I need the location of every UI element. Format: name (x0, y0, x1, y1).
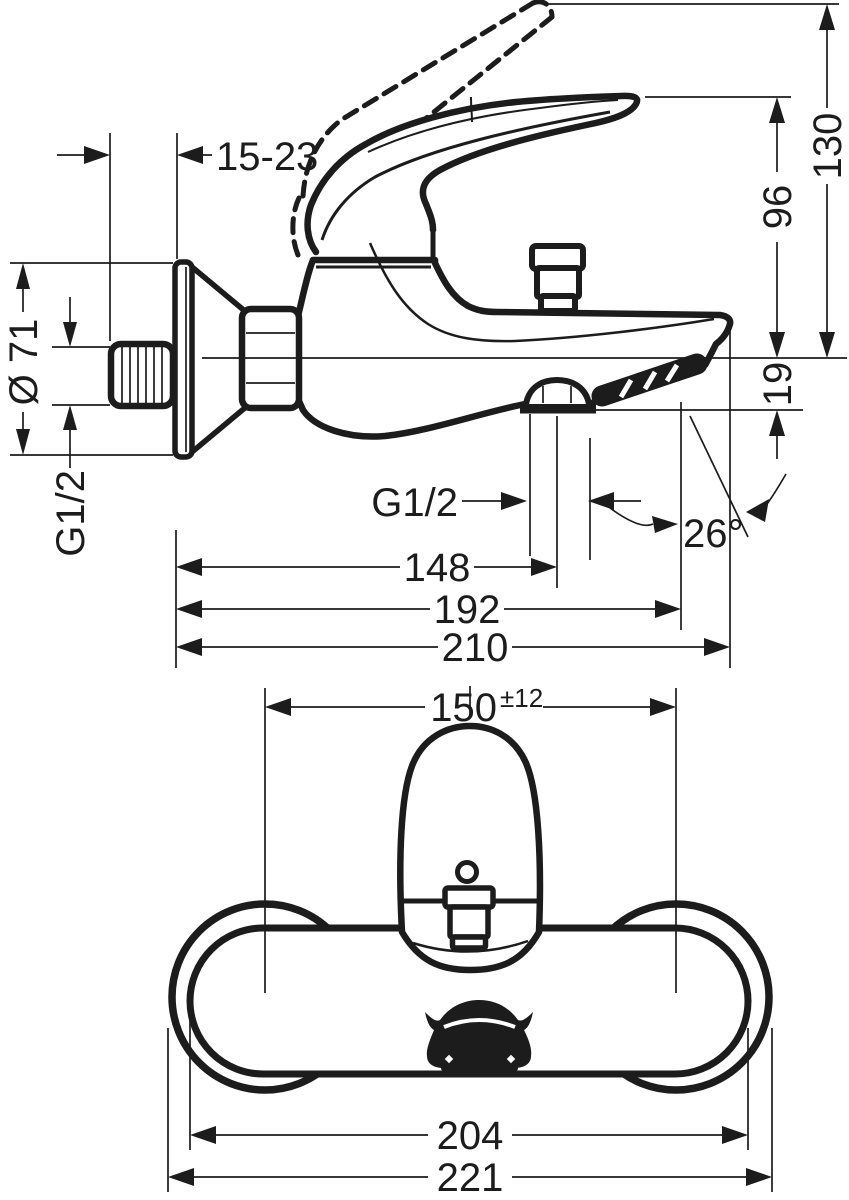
dim-total-width: 221 (437, 1156, 504, 1200)
wall-thread-hatching (121, 347, 163, 403)
dim-height-handle: 96 (756, 185, 800, 230)
cartridge-collar-front (442, 885, 496, 951)
spout-inner-edge (368, 242, 715, 343)
dim-spout-angle: 26° (683, 512, 744, 556)
dim-height-handle-up: 130 (806, 113, 849, 180)
dim-reach-total: 210 (442, 626, 509, 670)
side-view-dimensions: 15-23 Ø 71 G1/2 130 96 19 (2, 3, 849, 670)
side-view: 15-23 Ø 71 G1/2 130 96 19 (2, 0, 849, 670)
dim-reach-outlet: 148 (404, 546, 471, 590)
shower-outlet-dome (523, 376, 592, 405)
dim-spout-drop: 19 (756, 362, 800, 407)
union-nut-facets (246, 332, 295, 384)
aerator-front (425, 1000, 533, 1072)
escutcheon-plate (172, 259, 195, 460)
dim-escutcheon-diameter: Ø 71 (2, 319, 46, 406)
dim-reach-aerator: 192 (434, 588, 501, 632)
dim-body-width: 204 (437, 1114, 504, 1158)
escutcheon-cone (190, 264, 248, 455)
handle-skirt-highlight (412, 939, 529, 953)
aerator-band (591, 353, 708, 407)
dim-connection-tolerance: ±12 (500, 683, 543, 713)
front-view-dimensions: 150 ±12 204 221 (167, 683, 773, 1200)
dim-outlet-thread: G1/2 (371, 481, 458, 525)
lever-handle (304, 92, 641, 256)
shower-outlet-facets (542, 386, 572, 403)
handle-front-dome (397, 722, 544, 974)
front-view: 150 ±12 204 221 (167, 683, 773, 1200)
dim-wall-distance: 15-23 (216, 135, 318, 179)
handle-pivot-hole (455, 860, 479, 884)
dim-connection-centers: 150 (430, 686, 497, 730)
diverter-knob (529, 243, 586, 314)
dim-wall-thread: G1/2 (49, 470, 93, 557)
wall-thread-nipple (107, 340, 177, 410)
